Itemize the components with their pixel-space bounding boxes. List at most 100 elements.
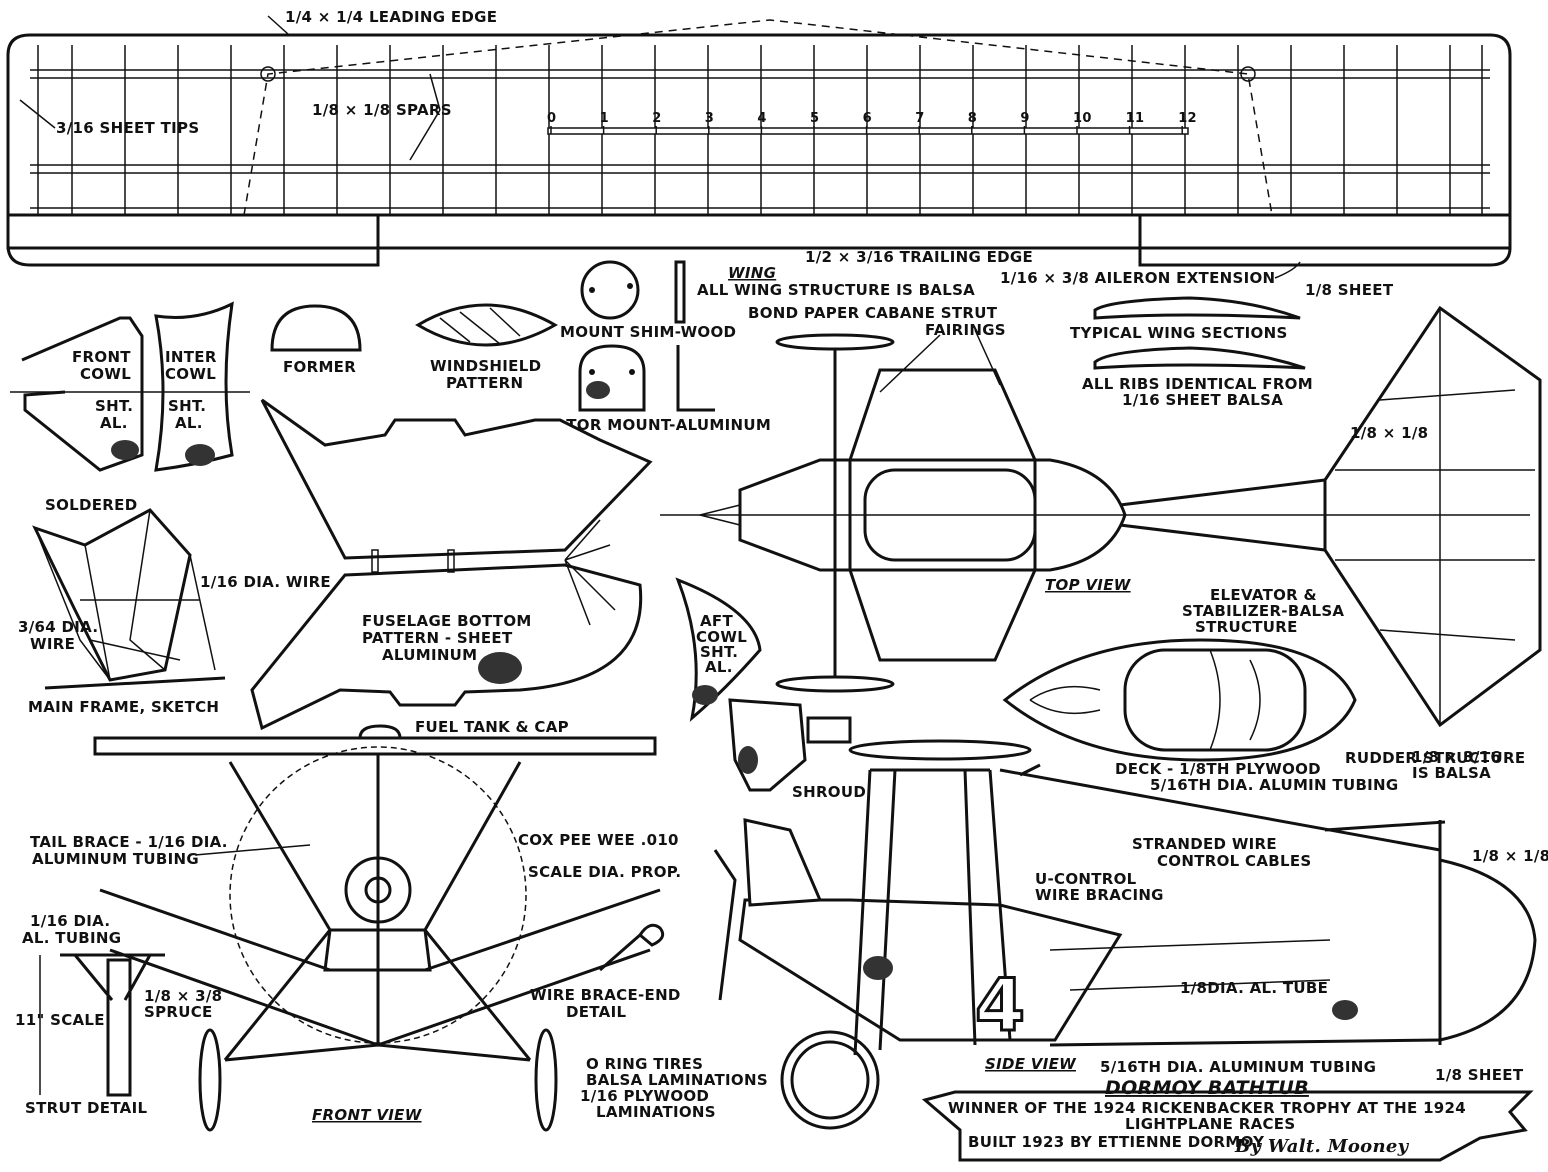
- scale-tick-label: 7: [915, 111, 924, 126]
- title-line-3: BUILT 1923 BY ETTIENNE DORMOY: [968, 1133, 1265, 1151]
- inter-cowl-label-2: COWL: [165, 365, 216, 383]
- spars-label: 1/8 × 1/8 SPARS: [312, 101, 452, 119]
- ply-lam-label: 1/16 PLYWOOD: [580, 1087, 709, 1105]
- al-tubing-label-2: AL. TUBING: [22, 929, 121, 947]
- front-cowl-label-3: SHT.: [95, 397, 133, 415]
- wing-title: WING: [728, 264, 776, 282]
- al-tube-label: 1/8DIA. AL. TUBE: [1180, 979, 1328, 997]
- front-cowl-label-2: COWL: [80, 365, 131, 383]
- scale-tick-label: 9: [1020, 111, 1029, 126]
- wire-364-label: 3/64 DIA.: [18, 618, 98, 636]
- ribs-label: ALL RIBS IDENTICAL FROM: [1082, 375, 1313, 393]
- scale-tick-label: 2: [652, 111, 661, 126]
- mount-shim: [580, 260, 686, 324]
- al-tubing-label: 1/16 DIA.: [30, 912, 110, 930]
- title-block: [921, 1090, 1534, 1162]
- former-label: FORMER: [283, 358, 356, 376]
- aft-cowl-label-4: AL.: [705, 658, 733, 676]
- scale-tick-label: 0: [547, 111, 556, 126]
- soldered-label: SOLDERED: [45, 496, 137, 514]
- deck-pattern: [1002, 638, 1357, 762]
- scale-tick-label: 11: [1126, 111, 1145, 126]
- aileron-extension-label: 1/16 × 3/8 AILERON EXTENSION: [1000, 269, 1275, 287]
- main-frame-sketch: [32, 508, 226, 690]
- oring-label: O RING TIRES: [586, 1055, 703, 1073]
- strut-detail: [39, 953, 165, 1097]
- fuel-tank-label: FUEL TANK & CAP: [415, 718, 569, 736]
- wire-brace-end: [599, 923, 665, 972]
- sheet-18-b-label: 1/8 SHEET: [1435, 1066, 1524, 1084]
- wing-note: ALL WING STRUCTURE IS BALSA: [697, 281, 975, 299]
- race-number: 4: [975, 963, 1025, 1047]
- elevator-label: ELEVATOR &: [1210, 586, 1317, 604]
- rudder-label: RUDDER STRUCTURE: [1345, 749, 1525, 767]
- front-view-title: FRONT VIEW: [312, 1106, 423, 1124]
- scale-tick-label: 8: [968, 111, 977, 126]
- top-view-title: TOP VIEW: [1045, 576, 1132, 594]
- windshield-pattern: [415, 303, 559, 347]
- ucontrol-label-2: WIRE BRACING: [1035, 886, 1164, 904]
- elevator-label-2: STABILIZER-BALSA: [1182, 602, 1344, 620]
- wing-sections: [1093, 296, 1306, 370]
- strut-detail-title: STRUT DETAIL: [25, 1099, 147, 1117]
- ply-lam-label-2: LAMINATIONS: [596, 1103, 716, 1121]
- scale-tick-label: 3: [705, 111, 714, 126]
- top-view: [660, 305, 1542, 728]
- ribs-label-2: 1/16 SHEET BALSA: [1122, 391, 1283, 409]
- scale-tick-label: 5: [810, 111, 819, 126]
- al-tubing-side-label: 5/16TH DIA. ALUMINUM TUBING: [1100, 1058, 1376, 1076]
- fairings-label: FAIRINGS: [925, 321, 1006, 339]
- scale-tick-label: 4: [757, 111, 766, 126]
- windshield-label-2: PATTERN: [446, 374, 523, 392]
- spruce-label: 1/8 × 3/8: [144, 987, 222, 1005]
- wire-364-label-2: WIRE: [30, 635, 75, 653]
- scale-prop-label: SCALE DIA. PROP.: [528, 863, 681, 881]
- front-view: [93, 724, 661, 1132]
- cabane-label: BOND PAPER CABANE STRUT: [748, 304, 998, 322]
- scale-tick-label: 10: [1073, 111, 1092, 126]
- deck-label: DECK - 1/8TH PLYWOOD: [1115, 760, 1321, 778]
- main-frame-label: MAIN FRAME, SKETCH: [28, 698, 219, 716]
- wing-sections-label: TYPICAL WING SECTIONS: [1070, 324, 1288, 342]
- scale-tick-label: 12: [1178, 111, 1197, 126]
- cox-label: COX PEE WEE .010: [518, 831, 679, 849]
- ucontrol-label: U-CONTROL: [1035, 870, 1137, 888]
- motor-mount: [578, 344, 715, 412]
- shroud: [728, 698, 852, 792]
- trailing-edge-label: 1/2 × 3/16 TRAILING EDGE: [805, 248, 1033, 266]
- tail-brace-label: TAIL BRACE - 1/16 DIA.: [30, 833, 228, 851]
- stranded-label: STRANDED WIRE: [1132, 835, 1277, 853]
- leading-edge-label: 1/4 × 1/4 LEADING EDGE: [285, 8, 497, 26]
- fuselage-bottom-label-3: ALUMINUM: [382, 646, 477, 664]
- windshield-label: WINDSHIELD: [430, 357, 541, 375]
- front-cowl-label-4: AL.: [100, 414, 128, 432]
- inter-cowl-label-3: SHT.: [168, 397, 206, 415]
- title: DORMOY BATHTUB: [1105, 1077, 1309, 1099]
- wire-end-label: WIRE BRACE-END: [530, 986, 681, 1004]
- scale-tick-label: 1: [600, 111, 609, 126]
- aft-cowl-label-3: SHT.: [700, 643, 738, 661]
- spruce-label-2: SPRUCE: [144, 1003, 213, 1021]
- tail-brace-label-2: ALUMINUM TUBING: [32, 850, 199, 868]
- balsa-lam-label: BALSA LAMINATIONS: [586, 1071, 768, 1089]
- sq-18-b-label: 1/8 × 1/8: [1472, 847, 1548, 865]
- inter-cowl-label-4: AL.: [175, 414, 203, 432]
- side-view: [713, 739, 1537, 1130]
- aft-cowl-label: AFT: [700, 612, 733, 630]
- side-view-title: SIDE VIEW: [985, 1055, 1077, 1073]
- title-line-2: LIGHTPLANE RACES: [1125, 1115, 1295, 1133]
- front-cowl-label: FRONT: [72, 348, 131, 366]
- stranded-label-2: CONTROL CABLES: [1157, 852, 1312, 870]
- signature: By Walt. Mooney: [1234, 1136, 1410, 1157]
- wire-116-label: 1/16 DIA. WIRE: [200, 573, 331, 591]
- fuselage-bottom-label: FUSELAGE BOTTOM: [362, 612, 532, 630]
- fuselage-bottom-label-2: PATTERN - SHEET: [362, 629, 513, 647]
- shroud-label: SHROUD: [792, 783, 866, 801]
- aft-cowl: [675, 577, 762, 722]
- sheet-18-label: 1/8 SHEET: [1305, 281, 1394, 299]
- front-cowl: [21, 316, 144, 472]
- title-line-1: WINNER OF THE 1924 RICKENBACKER TROPHY A…: [948, 1099, 1466, 1117]
